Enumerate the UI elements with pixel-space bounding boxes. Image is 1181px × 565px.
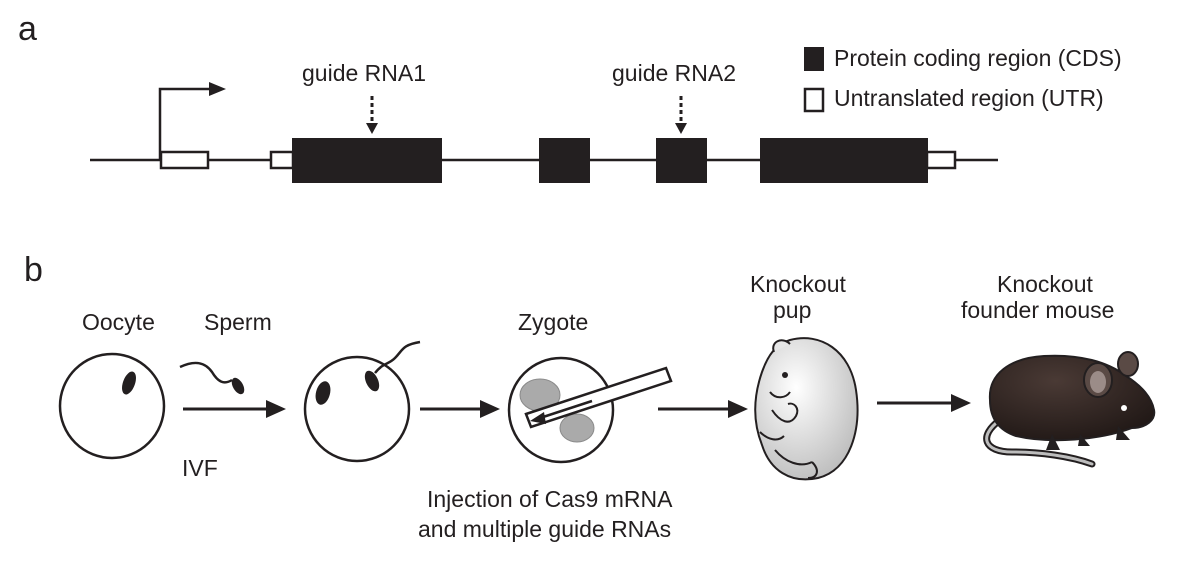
arrow-to-pup (658, 400, 748, 418)
founder-label-line2: founder mouse (961, 297, 1114, 323)
ivf-arrow (183, 400, 286, 418)
legend-utr-swatch (803, 87, 825, 113)
ivf-label: IVF (182, 455, 218, 481)
guide-rna-2-arrow (675, 96, 687, 134)
cds-exon-3 (656, 138, 707, 183)
injection-label-line1: Injection of Cas9 mRNA (427, 486, 673, 512)
utr-exon-1 (159, 150, 210, 170)
injection-needle (524, 366, 673, 429)
transcription-start-arrow (158, 82, 226, 160)
arrow-to-founder (877, 394, 971, 412)
oocyte-cell (58, 352, 166, 460)
arrow-to-zygote (420, 400, 500, 418)
legend-utr-label: Untranslated region (UTR) (834, 85, 1104, 111)
fertilized-egg (303, 340, 421, 463)
legend-cds-label: Protein coding region (CDS) (834, 45, 1122, 71)
legend-cds-swatch (804, 47, 824, 71)
pup-label-line2: pup (773, 297, 811, 323)
pup-label-line1: Knockout (750, 271, 847, 297)
panel-a-letter: a (18, 10, 37, 48)
oocyte-label: Oocyte (82, 309, 155, 335)
founder-label-line1: Knockout (997, 271, 1094, 297)
utr-exon-2 (269, 150, 295, 170)
sperm-icon (179, 361, 245, 395)
guide-rna-1-arrow (366, 96, 378, 134)
guide-rna-2-label: guide RNA2 (612, 60, 736, 86)
guide-rna-1-label: guide RNA1 (302, 60, 426, 86)
knockout-pup-illustration (754, 337, 859, 481)
founder-mouse-illustration (983, 351, 1156, 468)
cds-exon-4 (760, 138, 928, 183)
utr-exon-3 (925, 150, 957, 170)
cds-exon-2 (539, 138, 590, 183)
injection-label-line2: and multiple guide RNAs (418, 516, 671, 542)
sperm-label: Sperm (204, 309, 272, 335)
cds-exon-1 (292, 138, 442, 183)
zygote-label: Zygote (518, 309, 588, 335)
panel-b-letter: b (24, 251, 43, 289)
